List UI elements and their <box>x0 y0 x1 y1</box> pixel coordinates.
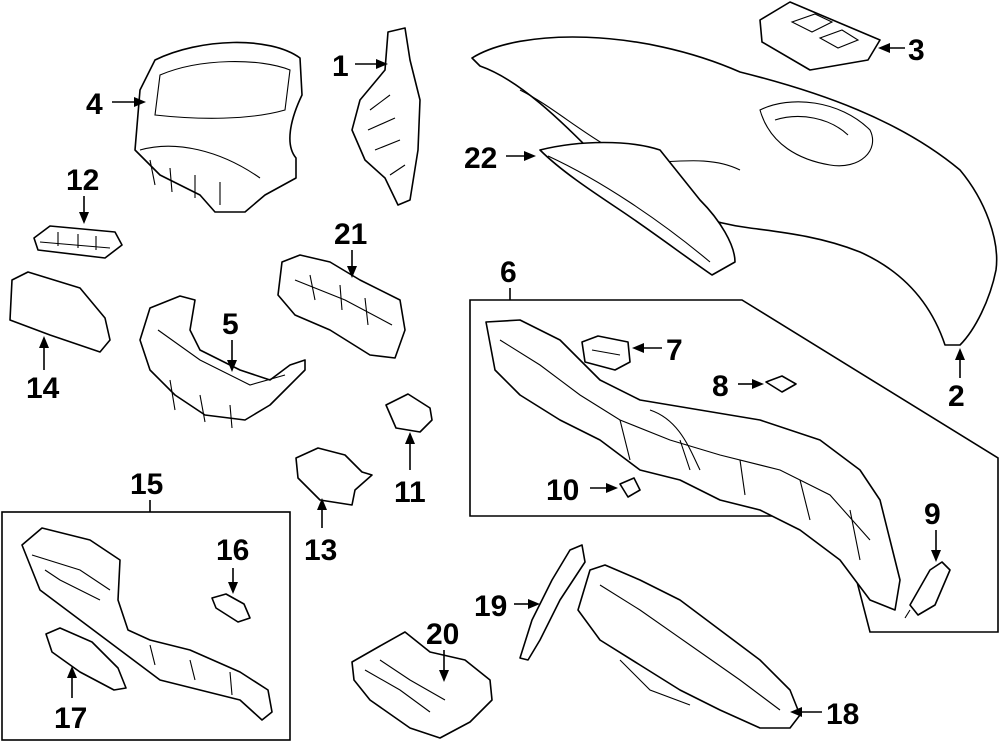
callout-17: 17 <box>54 702 87 735</box>
part-13-knee-panel <box>295 447 373 506</box>
callout-3: 3 <box>908 34 925 67</box>
part-15-glove-box <box>21 527 273 721</box>
part-20-bin <box>351 631 493 739</box>
part-14-cover <box>9 271 111 353</box>
callout-18: 18 <box>826 698 859 731</box>
callout-4: 4 <box>86 88 103 121</box>
part-12-module <box>33 225 123 259</box>
part-5-support <box>139 295 306 429</box>
callout-1: 1 <box>332 50 349 83</box>
part-22-pad <box>539 141 736 276</box>
callout-14: 14 <box>26 372 60 405</box>
part-3-grille <box>759 1 881 71</box>
callout-20: 20 <box>426 618 459 651</box>
callout-6: 6 <box>500 256 517 289</box>
callout-15: 15 <box>130 468 163 501</box>
callout-5: 5 <box>222 308 239 341</box>
callout-8: 8 <box>712 370 729 403</box>
part-17-lid <box>45 627 127 691</box>
part-10-clip <box>619 477 641 498</box>
callout-10: 10 <box>546 474 579 507</box>
callout-22: 22 <box>464 142 497 175</box>
part-1-side-bracket <box>351 27 421 206</box>
part-16-latch <box>211 593 251 623</box>
group-box-15 <box>1 511 291 741</box>
callout-2: 2 <box>948 380 965 413</box>
callout-16: 16 <box>216 534 249 567</box>
part-8-clip <box>765 375 797 393</box>
callout-21: 21 <box>334 218 367 251</box>
part-11-clip <box>385 393 433 433</box>
part-22-panel-cover <box>471 36 998 346</box>
part-18-door <box>577 564 801 729</box>
callout-9: 9 <box>924 498 941 531</box>
part-9-cylinder <box>904 561 951 619</box>
group-box-6 <box>469 299 999 633</box>
part-4-cluster-hood <box>134 41 303 213</box>
part-7-bracket <box>581 335 631 371</box>
callout-11: 11 <box>394 476 426 509</box>
callout-19: 19 <box>474 590 507 623</box>
part-19-trim-strip <box>519 544 586 661</box>
callout-13: 13 <box>304 534 337 567</box>
part-6-reinforcement <box>485 319 901 611</box>
callout-7: 7 <box>666 334 683 367</box>
part-21-bracket <box>277 254 406 359</box>
callout-12: 12 <box>66 164 99 197</box>
